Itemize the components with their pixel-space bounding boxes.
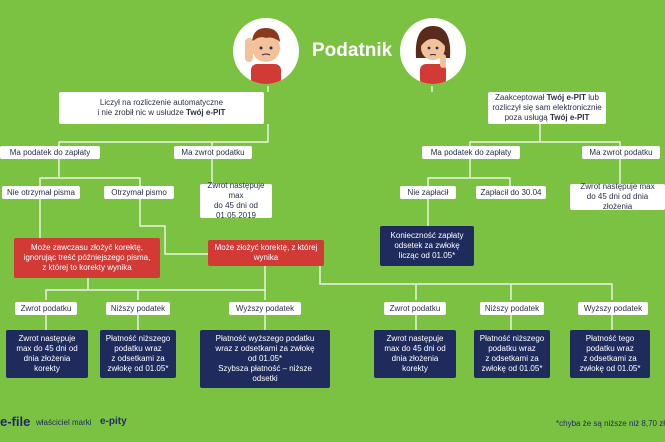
left-root-text: Liczył na rozliczenie automatyczne i nie… <box>98 98 226 118</box>
right-outcome-refund: Zwrot podatku <box>384 302 446 315</box>
right-navy-higher: Płatność tego podatku wraz z odsetkami z… <box>570 330 650 378</box>
right-navy-refund: Zwrot następuje max do 45 dni od dnia zł… <box>374 330 456 378</box>
left-outcome-higher: Wyższy podatek <box>229 302 301 315</box>
got-letter-box: Otrzymał pismo <box>104 186 174 199</box>
left-navy-lower: Płatność niższego podatku wraz z odsetka… <box>100 330 176 378</box>
woman-thinking-icon <box>415 26 451 84</box>
left-root-plain: Liczył na rozliczenie automatyczne i nie… <box>97 98 224 117</box>
not-paid-box: Nie zapłacił <box>400 186 456 199</box>
right-navy-lower: Płatność niższego podatku wraz z odsetka… <box>474 330 550 378</box>
man-avatar <box>233 18 299 84</box>
man-scratching-head-icon <box>245 28 281 84</box>
right-root-plain-2: lub rozliczył się sam elektronicznie poz… <box>492 93 602 122</box>
woman-avatar <box>400 18 466 84</box>
right-refund-info-box: Zwrot następuje max do 45 dni od dnia zł… <box>570 182 665 211</box>
right-root-bold-1: Twój e-PIT <box>546 93 587 102</box>
right-navy-interest: Konieczność zapłaty odsetek za zwłokę li… <box>380 226 474 266</box>
right-root-plain-1: Zaakceptował <box>495 93 547 102</box>
red-correction-left: Może zawczasu złożyć korektę, ignorując … <box>14 238 160 278</box>
right-root-bold-2: Twój e-PIT <box>549 113 590 122</box>
right-outcome-lower: Niższy podatek <box>480 302 544 315</box>
footnote: *chyba że są niższe niż 8,70 zł <box>556 419 665 428</box>
no-letter-box: Nie otrzymał pisma <box>2 186 80 199</box>
right-refund-box: Ma zwrot podatku <box>582 146 660 159</box>
left-root-box: Liczył na rozliczenie automatyczne i nie… <box>59 92 264 124</box>
left-refund-box: Ma zwrot podatku <box>174 146 252 159</box>
efile-logo: e-file <box>0 414 31 429</box>
right-tax-due-box: Ma podatek do zapłaty <box>422 146 520 159</box>
left-root-bold: Twój e-PIT <box>186 108 226 117</box>
left-outcome-lower: Niższy podatek <box>106 302 170 315</box>
left-tax-due-box: Ma podatek do zapłaty <box>0 146 100 159</box>
left-navy-higher: Płatność wyższego podatku wraz z odsetka… <box>200 330 330 388</box>
owner-label: właściciel marki <box>36 418 92 427</box>
left-navy-refund: Zwrot następuje max do 45 dni od dnia zł… <box>6 330 88 378</box>
left-outcome-refund: Zwrot podatku <box>15 302 77 315</box>
paid-box: Zapłacił do 30.04 <box>476 186 546 199</box>
right-root-box: Zaakceptował Twój e-PIT lub rozliczył si… <box>488 92 606 124</box>
left-refund-info-box: Zwrot następuje max do 45 dni od 01.05.2… <box>200 181 272 220</box>
page-title: Podatnik <box>312 40 393 61</box>
red-correction-right: Może złożyć korektę, z której wynika <box>208 240 324 266</box>
epity-logo: e-pity <box>100 416 127 427</box>
right-outcome-higher: Wyższy podatek <box>578 302 648 315</box>
right-root-text: Zaakceptował Twój e-PIT lub rozliczył si… <box>492 93 601 123</box>
